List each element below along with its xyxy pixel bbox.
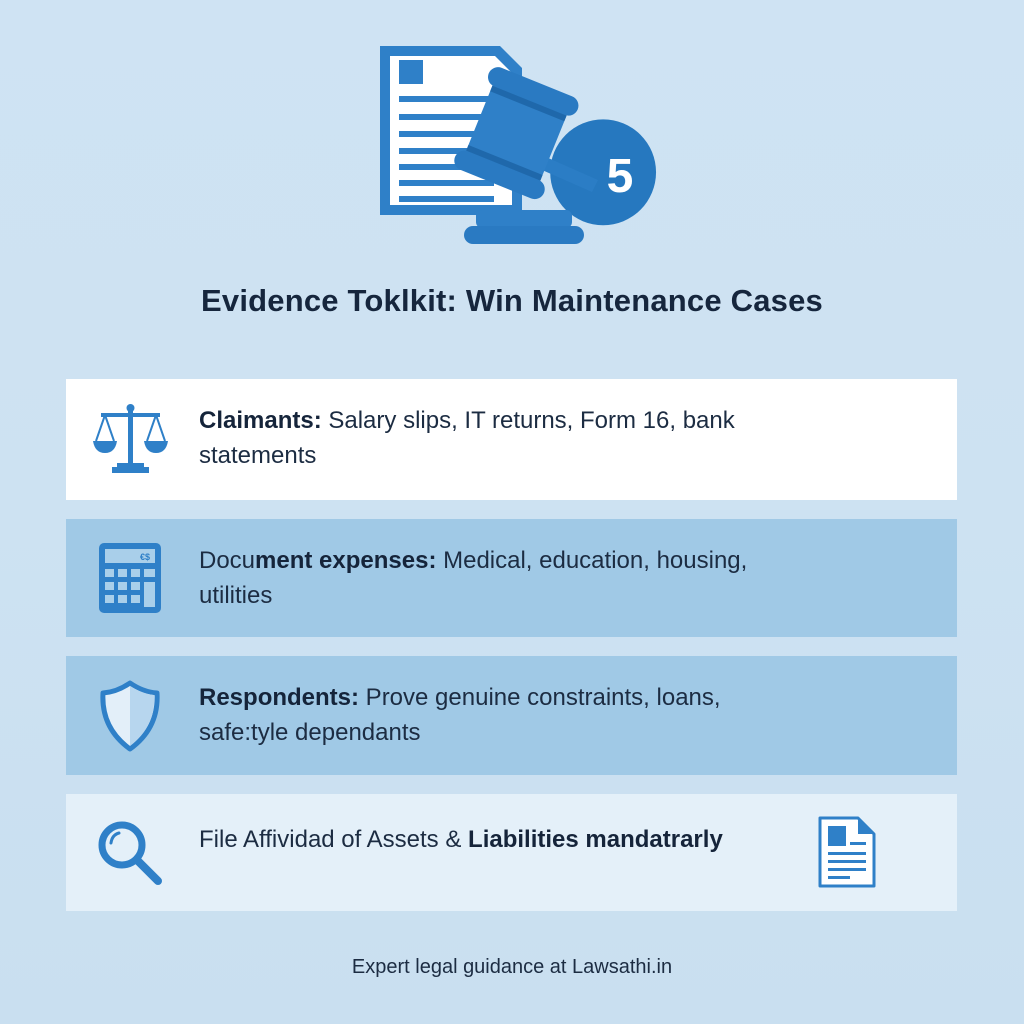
page-title: Evidence Toklkit: Win Maintenance Cases [201,283,823,318]
card-label: Claimants: [199,407,322,434]
shield-icon [90,676,170,756]
card-label: Liabilities mandatrarly [468,826,723,853]
card-text: File Affividad of Assets & Liabilities m… [199,822,807,857]
card-label-prefix: Docu [199,547,256,574]
card-description: Salary slips, IT returns, Form 16, bank … [199,407,735,469]
hero-illustration: 5 [376,40,676,250]
svg-text:€$: €$ [140,552,150,562]
evidence-card-affidavit: File Affividad of Assets & Liabilities m… [66,794,957,911]
calculator-icon: €$ [90,538,170,618]
card-text: Claimants: Salary slips, IT returns, For… [199,403,807,473]
card-description: Prove genuine constraints, loans, safe:t… [199,684,721,746]
evidence-card-expenses: €$ Document expenses: Medical, education… [66,519,957,637]
scales-of-justice-icon [90,400,170,480]
card-label: ment expenses: [255,547,437,574]
badge-number: 5 [607,150,634,203]
card-text: Respondents: Prove genuine constraints, … [199,680,807,750]
evidence-card-claimants: Claimants: Salary slips, IT returns, For… [66,379,957,500]
card-description: Medical, education, housing, utilities [199,547,748,609]
footer-credit: Expert legal guidance at Lawsathi.in [351,956,673,978]
document-icon [818,816,882,888]
card-text: Document expenses: Medical, education, h… [199,543,807,613]
card-label-prefix: File Affividad of Assets & [199,826,469,853]
document-gavel-icon: 5 [380,46,657,244]
card-label: Respondents: [199,684,360,711]
magnifying-glass-icon [90,813,170,893]
evidence-card-respondents: Respondents: Prove genuine constraints, … [66,656,957,775]
